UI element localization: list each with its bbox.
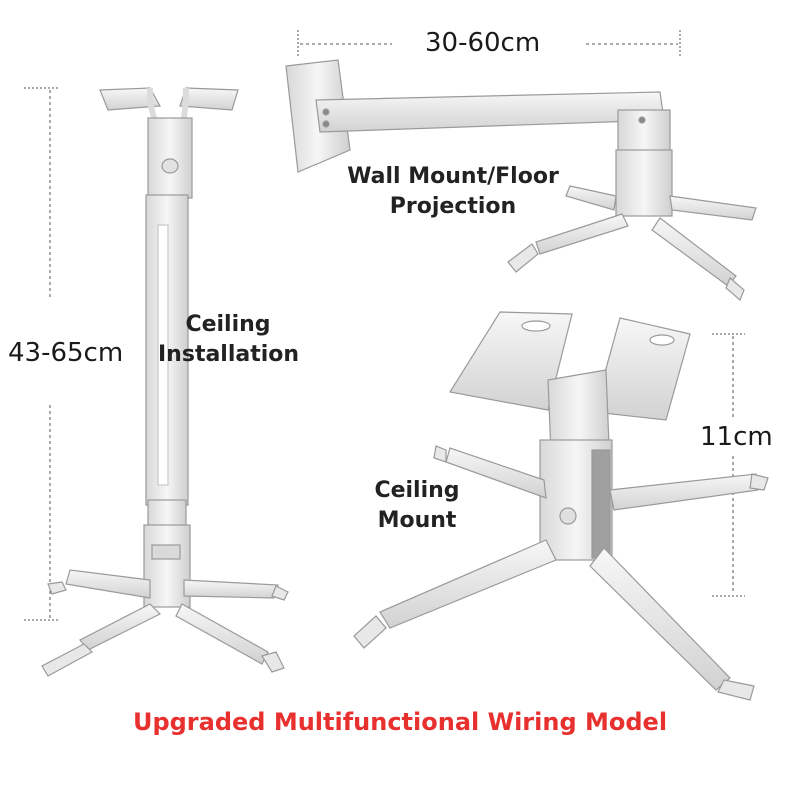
- wall-mount-label-line2: Projection: [389, 194, 517, 219]
- ceiling-installation-label-line2: Installation: [158, 342, 300, 367]
- mount-height-label: 11cm: [700, 422, 773, 452]
- ceiling-mount-label-line1: Ceiling: [374, 478, 460, 503]
- dimension-line-height: [712, 333, 745, 597]
- dimension-line-pole: [24, 87, 58, 621]
- ceiling-plate-mount: [353, 311, 769, 701]
- ceiling-pole-mount: [41, 87, 289, 677]
- ceiling-mount-label-line2: Mount: [377, 508, 457, 533]
- ceiling-installation-label: Ceiling Installation: [158, 310, 300, 370]
- ceiling-mount-label: Ceiling Mount: [362, 476, 472, 536]
- dimension-line-arm: [297, 30, 681, 58]
- arm-length-label: 30-60cm: [425, 28, 541, 58]
- wall-mount-label: Wall Mount/Floor Projection: [332, 162, 574, 222]
- wall-mount-label-line1: Wall Mount/Floor: [347, 164, 559, 189]
- pole-length-label: 43-65cm: [8, 338, 124, 368]
- product-caption: Upgraded Multifunctional Wiring Model: [132, 708, 668, 736]
- ceiling-installation-label-line1: Ceiling: [185, 312, 271, 337]
- wall-arm-mount: [285, 59, 757, 302]
